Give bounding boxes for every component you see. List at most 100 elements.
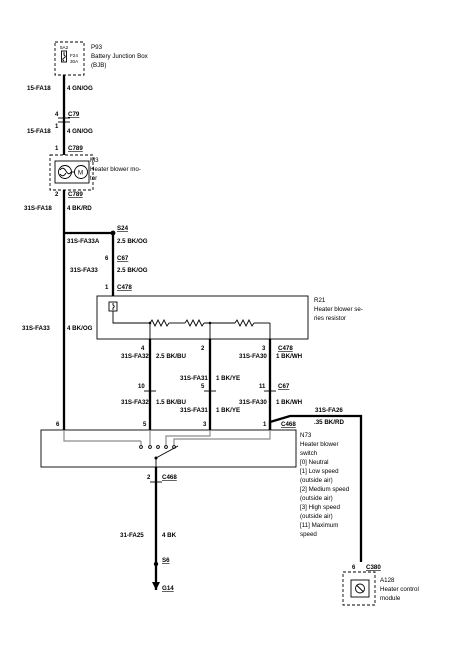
resistor-desc-1: Heater blower se- — [314, 306, 363, 313]
bjb-name: Battery Junction Box — [91, 53, 149, 60]
connector-c67-label: C67 — [117, 255, 129, 262]
resistor-outline — [96, 295, 309, 340]
wire-label-circuit: 31S-FA30 — [239, 353, 267, 360]
resistor-internal-wiring — [112, 311, 150, 324]
motor-outline — [49, 154, 94, 191]
connector-c478-label: C478 — [117, 284, 132, 291]
splice-dot — [153, 561, 159, 567]
wire-label-circuit: 31S-FA18 — [24, 205, 52, 212]
wire-label-spec: .35 BK/RD — [314, 419, 344, 426]
resistor-element-1-icon — [149, 318, 170, 328]
connector-pin: 5 — [201, 384, 205, 390]
fuse-pin-label: 5A2 — [60, 45, 69, 50]
connector-c789-label: C789 — [68, 191, 83, 198]
wire-label-circuit: 31-FA25 — [120, 532, 144, 539]
wire-label-circuit: 31S-FA26 — [315, 407, 343, 414]
motor-desc-2: tor — [90, 175, 97, 182]
wire-label-circuit: 31S-FA33A — [67, 238, 100, 245]
connector-pin: 6 — [352, 565, 356, 571]
connector-pin: 1 — [55, 124, 59, 130]
fan-blades-icon — [59, 167, 72, 177]
thermal-fuse-element-icon — [112, 303, 115, 310]
wire-label-circuit: 31S-FA30 — [239, 399, 267, 406]
wire-label-spec: 1.5 BK/BU — [156, 399, 186, 406]
connector-pin: 2 — [201, 346, 205, 352]
wire-label-spec: 4 GN/OG — [67, 128, 93, 135]
switch-outline — [40, 429, 297, 468]
connector-pin: 10 — [138, 384, 145, 390]
wire-label-spec: 2.5 BK/BU — [156, 353, 186, 360]
switch-contact — [148, 445, 152, 449]
switch-desc: [3] High speed — [300, 504, 340, 511]
connector-pin: 1 — [263, 422, 267, 428]
wire-label-circuit: 15-FA18 — [27, 85, 51, 92]
connector-pin: 1 — [55, 146, 59, 152]
motor-body — [54, 160, 90, 184]
switch-desc: (outside air) — [300, 495, 333, 502]
switch-contact — [156, 445, 160, 449]
connector-pin: 11 — [259, 384, 266, 390]
switch-contact — [139, 445, 143, 449]
bjb-abbr: (BJB) — [91, 62, 106, 69]
switch-desc: switch — [300, 450, 318, 457]
connector-pin: 3 — [262, 346, 266, 352]
switch-internal-wiring — [165, 430, 211, 445]
wire-label-circuit: 31S-FA31 — [180, 407, 208, 414]
fuse-id-label: F24 — [70, 53, 78, 58]
wire-label-spec: 1 BK/YE — [216, 375, 240, 382]
wire-label-circuit: 15-FA18 — [27, 128, 51, 135]
wire-label-circuit: 31S-FA32 — [121, 399, 149, 406]
connector-c67-label: C67 — [278, 383, 290, 390]
fuse-rating-label: 30A — [70, 59, 79, 64]
splice-s6-label: S6 — [162, 557, 170, 564]
switch-desc: [0] Neutral — [300, 459, 329, 466]
connector-pin: 6 — [56, 422, 60, 428]
connector-pin: 2 — [55, 192, 59, 198]
motor-desc-1: Heater blower mo- — [90, 166, 141, 173]
resistor-element-2-icon — [184, 318, 205, 328]
fuse-element-icon — [62, 52, 66, 62]
switch-desc: (outside air) — [300, 477, 333, 484]
wire-to-module — [268, 414, 363, 562]
connector-pin: 3 — [203, 422, 207, 428]
switch-desc: [1] Low speed — [300, 468, 339, 475]
wire-label-spec: 1 BK/WH — [276, 353, 303, 360]
wire-label-circuit: 31S-FA32 — [121, 353, 149, 360]
wire-label-circuit: 31S-FA33 — [70, 267, 98, 274]
connector-c380-label: C380 — [366, 564, 381, 571]
switch-desc: (outside air) — [300, 513, 333, 520]
resistor-desc-2: ries resistor — [314, 315, 346, 322]
wire-label-spec: 2.5 BK/OG — [117, 267, 148, 274]
connector-c468-label: C468 — [281, 421, 296, 428]
wire-label-spec: 4 GN/OG — [67, 85, 93, 92]
switch-desc: Heater blower — [300, 441, 339, 448]
junction-dot — [148, 321, 152, 325]
connector-c79-label: C79 — [68, 111, 80, 118]
connector-pin: 4 — [55, 112, 59, 118]
connector-c468-label: C468 — [162, 474, 177, 481]
fuse-icon — [61, 50, 67, 63]
wire-label-spec: 2.5 BK/OG — [117, 238, 148, 245]
fan-icon — [58, 165, 72, 179]
battery-junction-box-outline — [54, 41, 85, 76]
ground-g14-label: G14 — [162, 585, 174, 592]
ground-arrow-icon — [152, 582, 160, 590]
switch-wiper-icon — [155, 445, 179, 459]
module-desc-2: module — [380, 595, 401, 602]
wire-label-spec: 1 BK/WH — [276, 399, 303, 406]
motor-symbol: M — [78, 170, 83, 177]
switch-contact — [164, 445, 168, 449]
switch-ref: N73 — [300, 432, 312, 439]
motor-ref: M3 — [90, 157, 99, 164]
module-desc-1: Heater control — [380, 586, 419, 593]
wire-label-spec: 4 BK/RD — [67, 205, 92, 212]
connector-pin: 5 — [143, 422, 147, 428]
module-ref: A128 — [380, 577, 395, 584]
switch-internal-wiring — [173, 430, 271, 445]
wire-label-spec: 1 BK/YE — [216, 407, 240, 414]
connector-c478-label: C478 — [278, 345, 293, 352]
wire-label-spec: 4 BK/OG — [67, 325, 93, 332]
connector-pin: 6 — [105, 256, 109, 262]
resistor-element-3-icon — [234, 318, 255, 328]
